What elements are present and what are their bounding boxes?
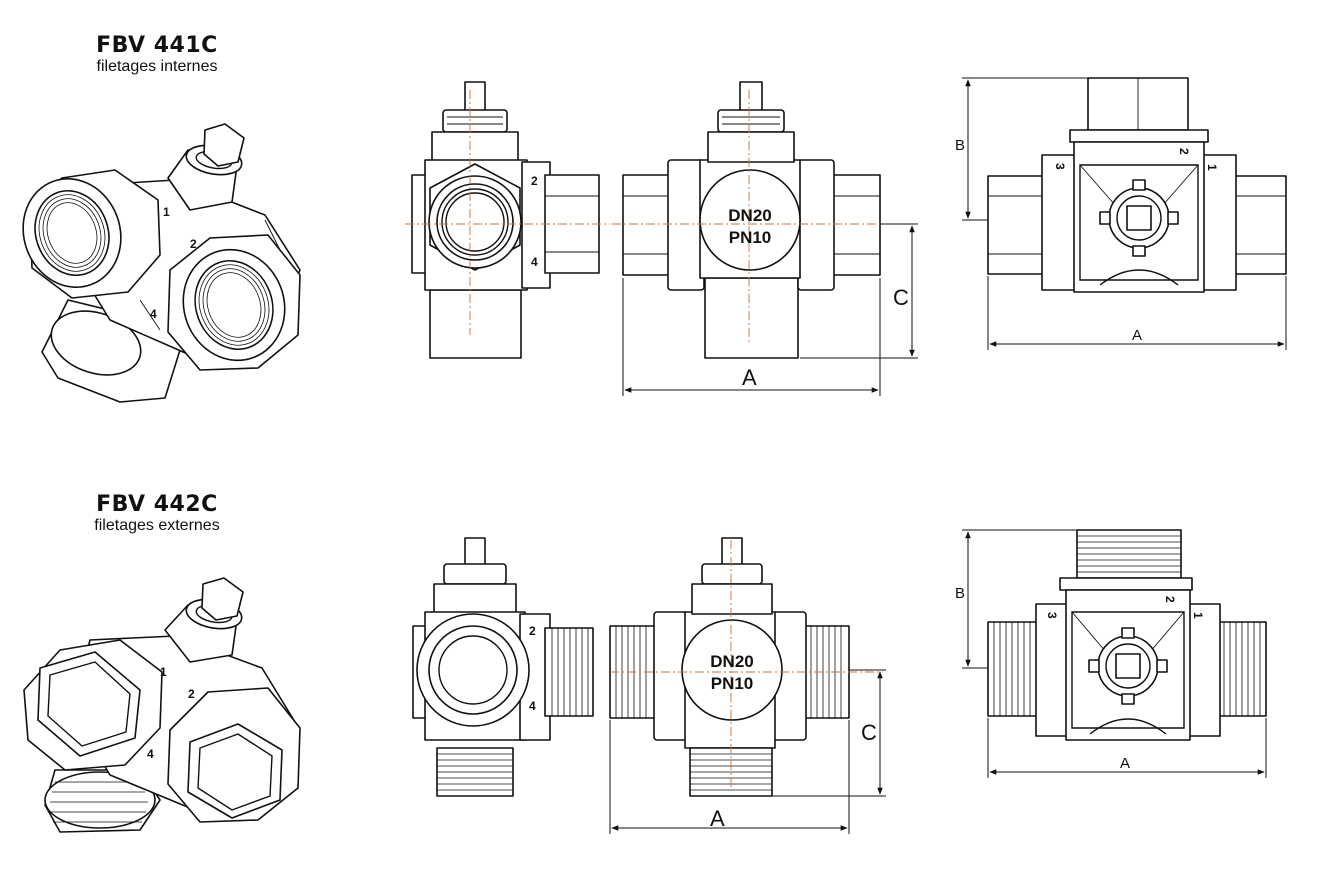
- port-label: 3: [1045, 612, 1059, 619]
- dimension-label-a: A: [742, 365, 757, 390]
- iso-view-441c: 1 4 2: [22, 123, 301, 403]
- port-label: 1: [1191, 612, 1205, 619]
- port-label: 2: [188, 687, 195, 701]
- port-label: 4: [150, 307, 157, 321]
- dimension-label-a: A: [1132, 327, 1142, 344]
- iso-view-442c: 1 4 2: [23, 577, 301, 833]
- port-label: 2: [529, 624, 536, 638]
- side-view-441c: 2 4: [405, 81, 610, 359]
- product-code: FBV 441C: [96, 33, 218, 58]
- product-code: FBV 442C: [96, 492, 218, 517]
- port-label: 1: [1205, 164, 1219, 171]
- port-label: 1: [160, 665, 167, 679]
- port-label: 2: [1177, 148, 1191, 155]
- front-view-442c: DN20 PN10 A C: [609, 537, 886, 834]
- port-label: 4: [529, 699, 536, 713]
- product-title-block-441c: FBV 441C filetages internes: [17, 34, 297, 76]
- top-view-442c: 2 3 1 B A: [955, 529, 1267, 778]
- dimension-label-a: A: [710, 806, 725, 831]
- dimension-label-b: B: [955, 585, 965, 602]
- port-label: 4: [147, 747, 154, 761]
- port-label: 2: [1163, 596, 1177, 603]
- body-marking-pn: PN10: [729, 228, 772, 247]
- dimension-label-c: C: [861, 720, 877, 745]
- product-subtitle: filetages externes: [94, 517, 220, 534]
- product-subtitle: filetages internes: [96, 58, 218, 75]
- side-view-442c: 2 4: [412, 537, 594, 797]
- port-label: 4: [531, 255, 538, 269]
- port-label: 2: [190, 237, 197, 251]
- body-marking-dn: DN20: [710, 652, 753, 671]
- top-view-441c: 2 3 1 B A: [955, 77, 1287, 350]
- port-label: 3: [1053, 163, 1067, 170]
- port-label: 1: [163, 205, 170, 219]
- dimension-label-b: B: [955, 137, 965, 154]
- dimension-label-c: C: [893, 285, 909, 310]
- product-title-block-442c: FBV 442C filetages externes: [17, 493, 297, 535]
- port-label: 2: [531, 174, 538, 188]
- body-marking-dn: DN20: [728, 206, 771, 225]
- front-view-441c: DN20 PN10 A C: [612, 81, 918, 396]
- dimension-label-a: A: [1120, 755, 1130, 772]
- body-marking-pn: PN10: [711, 674, 754, 693]
